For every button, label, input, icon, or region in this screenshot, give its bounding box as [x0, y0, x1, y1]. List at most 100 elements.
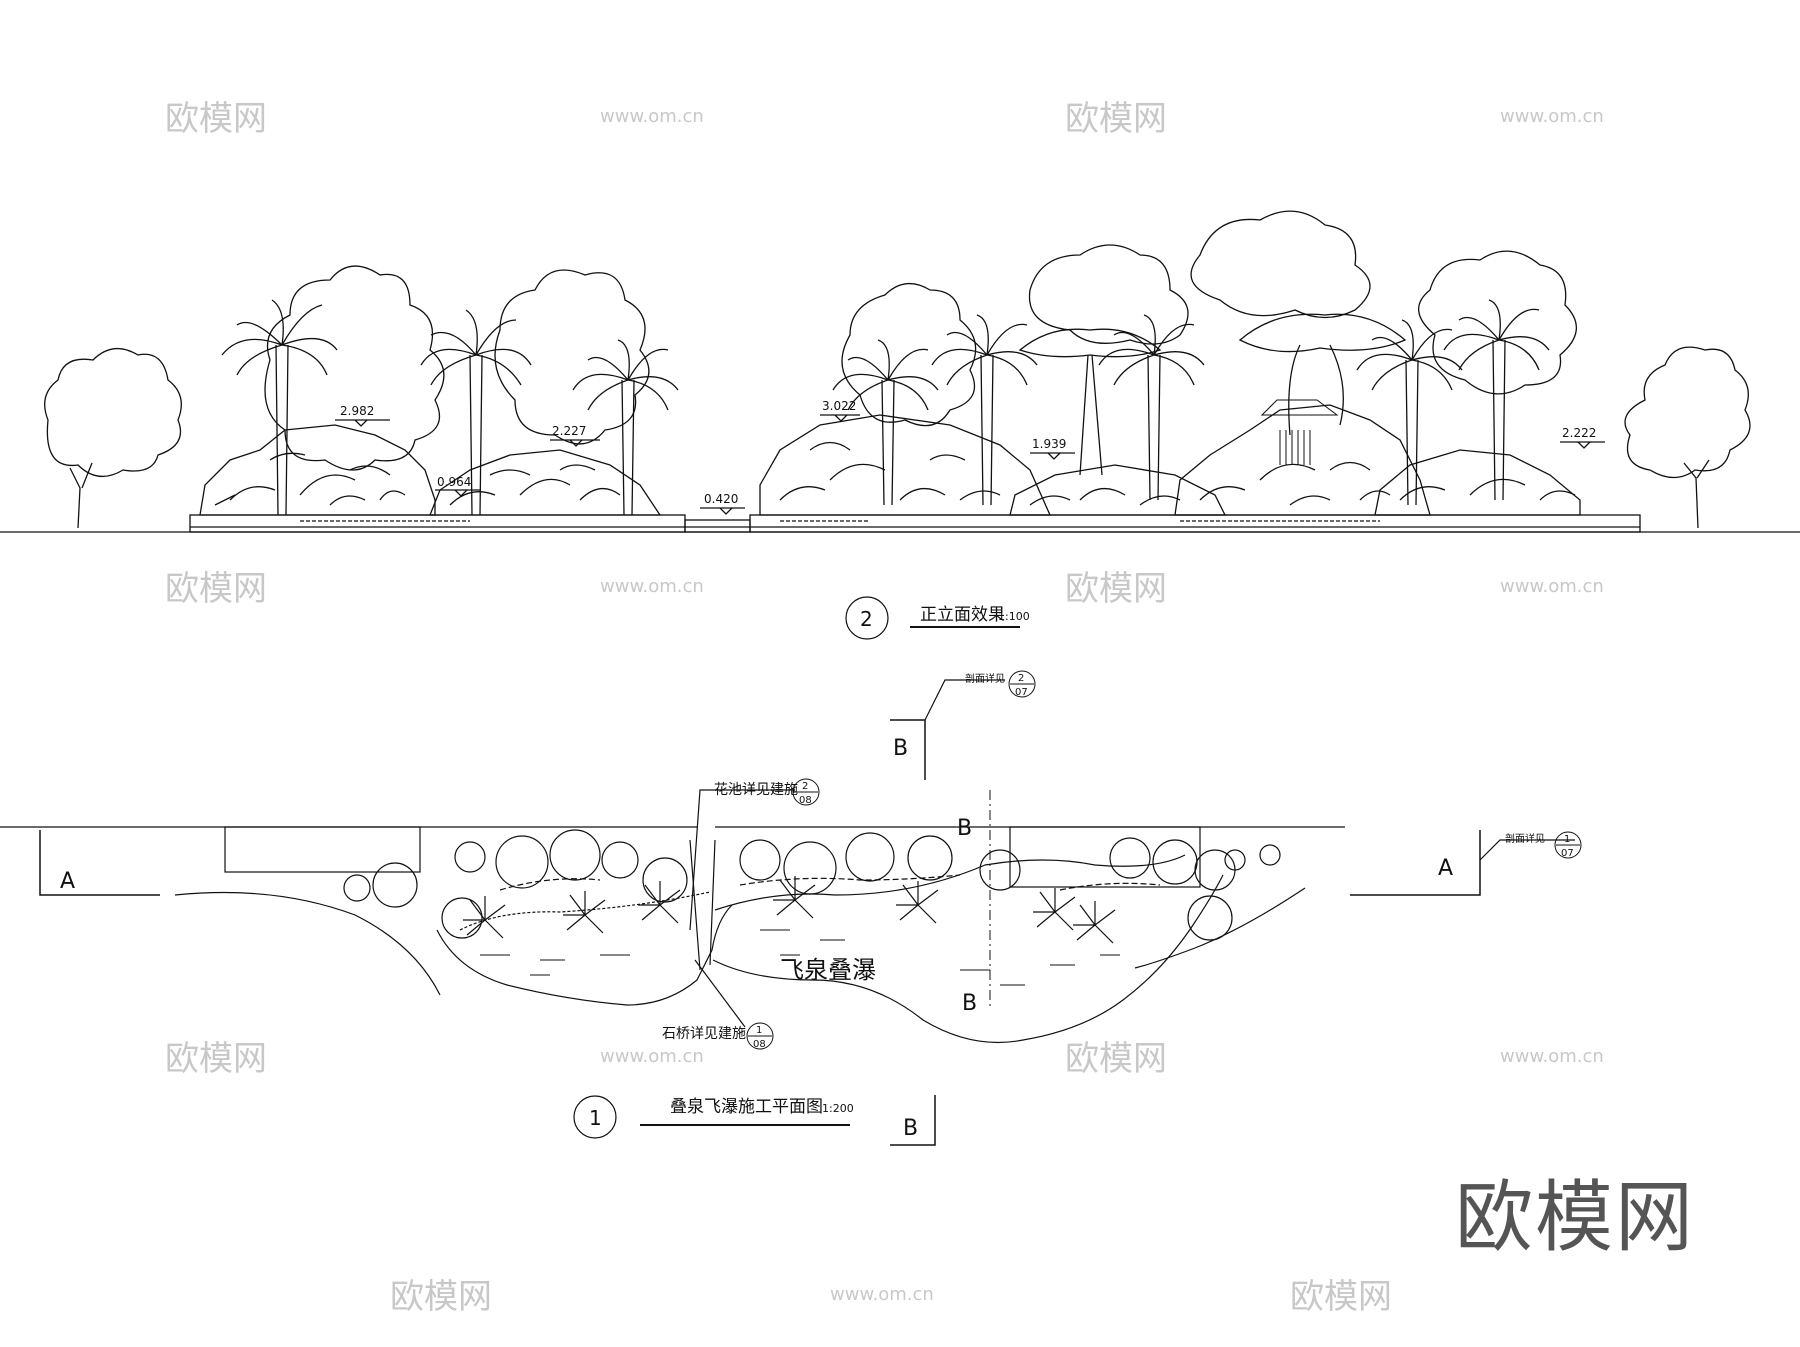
palm-tree — [832, 339, 939, 506]
level-marker — [820, 414, 860, 422]
section-b-label-mid: B — [957, 816, 972, 841]
water-ripples — [480, 929, 1120, 986]
watermark-site: www.om.cn — [600, 106, 704, 127]
plan-drawing — [0, 679, 1575, 1146]
watermark-brand: 欧模网 — [390, 1277, 492, 1317]
watermark-brand: 欧模网 — [165, 569, 267, 609]
watermark-brand: 欧模网 — [165, 1039, 267, 1079]
watermark-site: www.om.cn — [1500, 576, 1604, 597]
leader-flower-bed — [689, 789, 795, 931]
section-a-label-right: A — [1438, 856, 1453, 881]
title-text: 叠泉飞瀑施工平面图 — [670, 1097, 823, 1117]
tree-left-small — [44, 348, 182, 529]
level-label: 0.964 — [437, 475, 471, 489]
level-label: 2.982 — [340, 404, 374, 418]
flower-bed-right — [1009, 826, 1201, 888]
ref-number: 1 — [1564, 834, 1570, 845]
title-number: 2 — [860, 607, 873, 631]
title-number: 1 — [589, 1106, 602, 1130]
ref-sheet: 07 — [1561, 848, 1574, 859]
watermark-layer: 欧模网 www.om.cn 欧模网 www.om.cn 欧模网 www.om.c… — [165, 99, 1604, 1317]
leader-section-b — [924, 679, 1005, 721]
canopy-tree — [1190, 210, 1371, 319]
flower-bed-note: 花池详见建施 — [714, 782, 798, 798]
title-number-circle — [573, 1095, 617, 1139]
section-b-label-top: B — [893, 736, 908, 761]
ref-circle — [792, 778, 820, 806]
section-a-label-left: A — [60, 869, 75, 894]
tree-right-small — [1624, 346, 1751, 529]
ref-number: 2 — [1018, 673, 1024, 684]
path-edge-left — [174, 891, 441, 996]
leader-bridge — [694, 959, 746, 1028]
level-marker — [1560, 441, 1605, 449]
plan-labels: 飞泉叠瀑 A A B B B B 花池详见建施 2 08 石桥详见建施 1 08… — [60, 670, 1582, 1141]
level-label: 1.939 — [1032, 437, 1066, 451]
rockery-left — [199, 424, 662, 516]
watermark-brand: 欧模网 — [165, 99, 267, 139]
level-marker — [550, 439, 600, 447]
ref-number: 1 — [756, 1025, 762, 1036]
waterfall — [1260, 399, 1339, 465]
rock-edge — [499, 874, 1161, 891]
level-label: 2.227 — [552, 424, 586, 438]
palm-tree — [221, 299, 338, 516]
path-edge-right — [1134, 887, 1306, 969]
plan-plants — [343, 829, 1281, 941]
section-a-note: 剖面详见 — [1505, 832, 1545, 845]
rockery-right — [759, 404, 1581, 516]
level-label: 0.420 — [704, 492, 738, 506]
flower-bed-left — [224, 826, 421, 873]
elevation-title: 2 正立面效果 1:100 — [845, 596, 1030, 640]
palm-tree — [572, 339, 679, 516]
base-wall-center — [684, 519, 751, 533]
canopy-tree — [264, 265, 445, 471]
pond-inner-edge — [714, 854, 1186, 911]
watermark-site: www.om.cn — [830, 1284, 934, 1305]
section-b-label-bottom: B — [903, 1116, 918, 1141]
title-scale: 1:200 — [822, 1102, 854, 1115]
ref-sheet: 08 — [799, 795, 812, 806]
ref-sheet: 08 — [753, 1039, 766, 1050]
ref-circle — [1554, 831, 1582, 859]
watermark-brand: 欧模网 — [1290, 1277, 1392, 1317]
ref-sheet: 07 — [1015, 687, 1028, 698]
section-marker-a-left — [39, 830, 160, 896]
umbrella-tree — [1238, 313, 1407, 436]
watermark-site: www.om.cn — [1500, 1046, 1604, 1067]
umbrella-tree — [1018, 328, 1162, 476]
palm-tree — [420, 309, 532, 516]
watermark-site: www.om.cn — [600, 1046, 704, 1067]
leader-section-a — [1479, 839, 1575, 861]
section-marker-a-right — [1350, 830, 1481, 896]
level-marker — [435, 489, 480, 497]
title-text: 正立面效果 — [920, 605, 1005, 625]
corner-watermark: 欧模网 — [1454, 1173, 1695, 1263]
base-wall-right — [749, 514, 1641, 533]
watermark-brand: 欧模网 — [1065, 99, 1167, 139]
canopy-tree — [1028, 244, 1189, 345]
palm-tree — [1443, 299, 1550, 501]
base-wall-left — [189, 514, 686, 533]
elevation-level-labels: 2.982 0.964 2.227 0.420 3.022 1.939 2.22… — [340, 399, 1596, 506]
canopy-tree — [494, 269, 650, 445]
canopy-tree — [1418, 250, 1578, 395]
pond-inner-edge — [459, 891, 711, 931]
level-label: 3.022 — [822, 399, 856, 413]
pond-outline — [436, 904, 733, 1006]
palm-tree — [931, 314, 1038, 506]
title-scale: 1:100 — [998, 610, 1030, 623]
plan-palms — [463, 876, 1116, 944]
elevation-drawing — [0, 210, 1800, 533]
section-marker-b-bottom — [890, 1095, 936, 1146]
watermark-brand: 欧模网 — [1065, 569, 1167, 609]
ref-circle — [746, 1022, 774, 1050]
palm-tree — [1098, 314, 1205, 501]
stone-bridge — [689, 839, 716, 971]
level-label: 2.222 — [1562, 426, 1596, 440]
section-b-note: 剖面详见 — [965, 672, 1005, 685]
title-number-circle — [845, 596, 889, 640]
watermark-brand: 欧模网 — [1065, 1039, 1167, 1079]
ref-circle — [1008, 670, 1036, 698]
